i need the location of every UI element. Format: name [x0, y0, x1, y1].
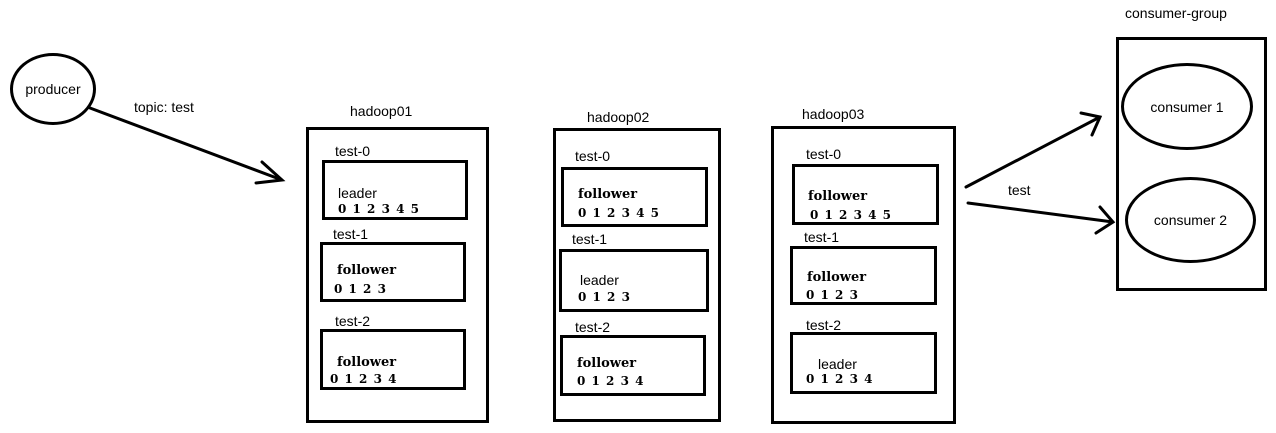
partition-box: [790, 246, 937, 305]
partition-name: test-2: [806, 317, 842, 333]
partition-name: test-1: [572, 231, 608, 247]
consumer-node: consumer 1: [1121, 63, 1253, 150]
partition-box: [322, 160, 468, 220]
partition-offsets: 0 1 2 3: [578, 290, 631, 304]
producer-label: producer: [25, 81, 81, 97]
partition-box: [560, 335, 706, 396]
partition-role: follower: [337, 355, 397, 370]
partition-name: test-0: [806, 146, 842, 162]
broker-label-hadoop02: hadoop02: [587, 109, 650, 125]
partition-offsets: 0 1 2 3 4: [806, 372, 874, 386]
partition-role: leader: [338, 185, 377, 201]
partition-role: leader: [818, 356, 857, 372]
partition-role: leader: [580, 272, 619, 288]
consumer-group-label: consumer-group: [1125, 5, 1227, 21]
partition-offsets: 0 1 2 3 4: [330, 372, 398, 386]
partition-name: test-1: [804, 229, 840, 245]
consumer-arrow-label: test: [1008, 182, 1031, 198]
partition-box: [561, 167, 708, 227]
consumer1-arrow: [964, 111, 1103, 189]
broker-hadoop03: [771, 126, 956, 424]
partition-name: test-2: [575, 319, 611, 335]
partition-box: [559, 249, 709, 312]
partition-offsets: 0 1 2 3 4: [577, 374, 645, 388]
partition-offsets: 0 1 2 3 4 5: [810, 208, 892, 222]
partition-box: [792, 164, 939, 225]
partition-offsets: 0 1 2 3: [334, 282, 387, 296]
broker-hadoop02: [553, 128, 721, 422]
consumer2-arrow: [966, 201, 1116, 235]
partition-box: [790, 332, 937, 394]
producer-arrow: [88, 106, 286, 185]
partition-name: test-0: [335, 143, 371, 159]
partition-name: test-0: [575, 148, 611, 164]
partition-offsets: 0 1 2 3 4 5: [338, 202, 420, 216]
consumer-label: consumer 1: [1150, 98, 1224, 115]
broker-hadoop01: [306, 127, 489, 423]
partition-role: follower: [578, 187, 638, 202]
producer-node: producer: [10, 53, 96, 125]
partition-offsets: 0 1 2 3 4 5: [578, 206, 660, 220]
partition-name: test-1: [333, 226, 369, 242]
consumer-label: consumer 2: [1153, 212, 1228, 228]
partition-role: follower: [807, 270, 867, 285]
partition-name: test-2: [335, 313, 371, 329]
partition-offsets: 0 1 2 3: [806, 288, 859, 302]
partition-role: follower: [337, 263, 397, 278]
broker-label-hadoop03: hadoop03: [802, 106, 865, 122]
consumer-node: consumer 2: [1125, 177, 1256, 263]
topic-label: topic: test: [134, 99, 194, 115]
partition-box: [320, 329, 466, 390]
consumer-group-box: [1116, 37, 1267, 291]
partition-box: [320, 242, 466, 302]
partition-role: follower: [808, 189, 868, 204]
broker-label-hadoop01: hadoop01: [350, 103, 413, 119]
partition-role: follower: [577, 356, 637, 371]
